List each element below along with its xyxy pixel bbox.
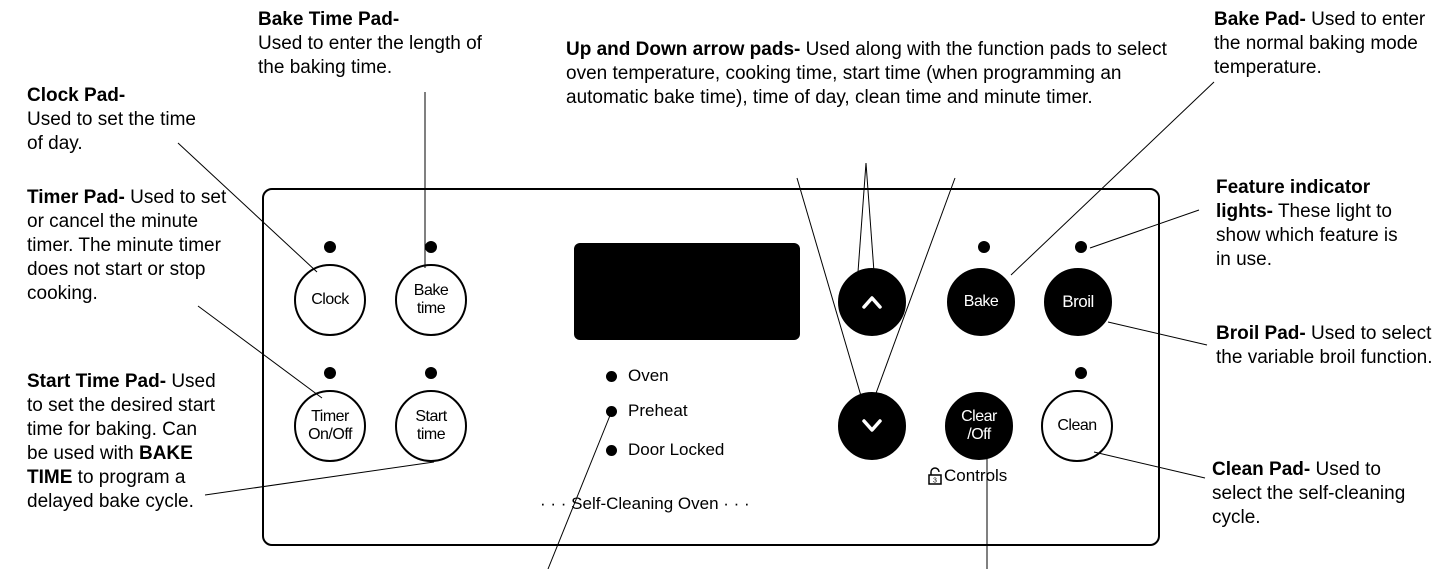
start-time-indicator-light [425, 367, 437, 379]
leader-arrow-up [857, 162, 867, 273]
callout-text: Used to set the time of day. [27, 109, 196, 154]
bake-time-indicator-light [425, 241, 437, 253]
bake-pad[interactable]: Bake [947, 268, 1015, 336]
callout-text: These light to show which feature is in … [1216, 201, 1398, 270]
callout-emphasis: BAKE TIME [27, 443, 193, 488]
preheat-status-indicator: Preheat [606, 401, 688, 421]
clear-off-pad[interactable]: Clear /Off [945, 392, 1013, 460]
chevron-down-icon [862, 419, 882, 432]
leader-preheat [547, 412, 612, 569]
controls-text: Controls [944, 466, 1008, 485]
callout-timer-pad: Timer Pad- Used to set or cancel the min… [27, 187, 227, 304]
leader-arrow-up-b [865, 162, 875, 273]
callout-clean-pad: Clean Pad- Used to select the self-clean… [1212, 459, 1406, 528]
start-time-pad[interactable]: Start time [395, 390, 467, 462]
up-arrow-pad[interactable] [838, 268, 906, 336]
callout-arrow-pads: Up and Down arrow pads- Used along with … [566, 39, 1167, 108]
callout-text: Used to enter the length of the baking t… [258, 33, 482, 78]
broil-pad[interactable]: Broil [1044, 268, 1112, 336]
callout-title: Start Time Pad [27, 371, 160, 392]
oven-display [574, 243, 800, 340]
timer-on-off-pad[interactable]: Timer On/Off [294, 390, 366, 462]
callout-title: Timer Pad [27, 187, 119, 208]
down-arrow-pad[interactable] [838, 392, 906, 460]
callout-title: Bake Time Pad [258, 9, 393, 30]
callout-clock-pad: Clock Pad- Used to set the time of day. [27, 85, 196, 154]
callout-text: to program a delayed bake cycle. [27, 467, 194, 512]
lock-icon: 3 [928, 467, 942, 485]
clock-pad[interactable]: Clock [294, 264, 366, 336]
callout-title: Broil Pad [1216, 323, 1300, 344]
timer-indicator-light [324, 367, 336, 379]
leader-start-time [204, 461, 435, 496]
leader-timer [197, 305, 323, 399]
self-cleaning-oven-label: · · · Self-Cleaning Oven · · · [540, 494, 750, 513]
callout-text: Used to select the variable broil functi… [1216, 323, 1433, 368]
callout-text: Used to enter the normal baking mode tem… [1214, 9, 1426, 78]
callout-title: Bake Pad [1214, 9, 1300, 30]
clean-pad[interactable]: Clean [1041, 390, 1113, 462]
callout-title: Up and Down arrow pads [566, 39, 795, 60]
chevron-up-icon [862, 296, 882, 309]
oven-control-panel [262, 188, 1160, 546]
leader-arrow-down-a [796, 177, 862, 397]
broil-indicator-light [1075, 241, 1087, 253]
callout-text: Used to select the self-cleaning cycle. [1212, 459, 1406, 528]
clean-indicator-light [1075, 367, 1087, 379]
callout-bake-time-pad: Bake Time Pad- Used to enter the length … [258, 8, 498, 80]
oven-status-indicator: Oven [606, 366, 669, 386]
leader-feature [1089, 209, 1200, 249]
callout-bake-pad: Bake Pad- Used to enter the normal bakin… [1214, 9, 1426, 78]
callout-title: Clock Pad [27, 85, 119, 106]
status-light [606, 370, 617, 382]
leader-broil [1107, 321, 1208, 346]
callout-start-time-pad: Start Time Pad- Used to set the desired … [27, 371, 216, 512]
status-light [606, 405, 617, 417]
status-light [606, 444, 617, 456]
indicator-label: Door Locked [628, 440, 725, 459]
bake-indicator-light [978, 241, 990, 253]
callout-feature-indicator-lights: Feature indicator lights- These light to… [1216, 177, 1398, 270]
indicator-label: Oven [628, 366, 669, 385]
indicator-label: Preheat [628, 401, 688, 420]
callout-broil-pad: Broil Pad- Used to select the variable b… [1216, 323, 1433, 368]
bake-time-pad[interactable]: Bake time [395, 264, 467, 336]
callout-title: Feature indicator lights [1216, 177, 1371, 222]
door-locked-status-indicator: Door Locked [606, 440, 724, 460]
svg-text:3: 3 [933, 478, 937, 485]
leader-arrow-down-b [874, 177, 956, 397]
leader-clock [177, 142, 318, 273]
callout-text: Used to set or cancel the minute timer. … [27, 187, 227, 304]
callout-text: Used to set the desired start time for b… [27, 371, 216, 464]
lock-controls-label: 3 Controls [928, 466, 1007, 486]
clock-indicator-light [324, 241, 336, 253]
leader-bake [1010, 81, 1215, 276]
callout-text: Used along with the function pads to sel… [566, 39, 1167, 108]
callout-title: Clean Pad [1212, 459, 1304, 480]
leader-clean [1093, 451, 1206, 479]
